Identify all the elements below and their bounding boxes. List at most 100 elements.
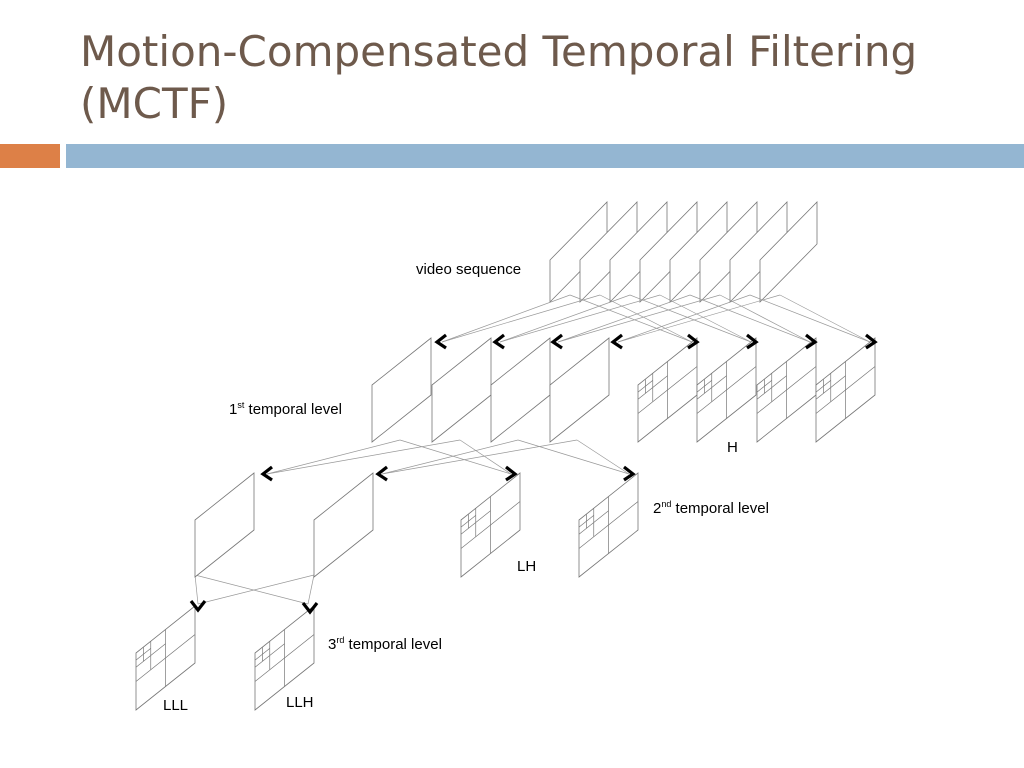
connector-line — [599, 294, 693, 343]
lh-subband — [578, 472, 639, 578]
filtered-frames — [194, 337, 610, 578]
level1-l-frame — [549, 337, 610, 443]
llh-subband-split-h1 — [254, 634, 315, 682]
h-subband-split-h2 — [815, 375, 846, 400]
h-subband — [815, 337, 876, 443]
connector-line — [629, 294, 752, 343]
lll-subband — [135, 605, 196, 711]
lh-subband-split-h2 — [460, 510, 491, 535]
h-subband — [696, 337, 757, 443]
lll-label: LLL — [163, 697, 188, 714]
llh-label: LLH — [286, 694, 314, 711]
connector-line — [266, 439, 401, 475]
arrowhead-right — [746, 333, 759, 350]
connector-line — [719, 294, 811, 343]
connector-line — [441, 294, 571, 343]
arrowhead-down — [189, 600, 207, 613]
arrowhead-right — [623, 465, 636, 482]
arrowhead-right — [805, 333, 818, 350]
h-subband-split-h1 — [815, 366, 876, 414]
connector-line — [617, 294, 751, 343]
lll-subband-split-h1 — [135, 634, 196, 682]
connector-line — [557, 294, 721, 343]
subband-frames — [135, 337, 876, 711]
connector-line — [517, 439, 630, 475]
connector-line — [689, 294, 811, 343]
arrowhead-left — [492, 333, 505, 350]
level1-l-frame — [371, 337, 432, 443]
connector-line — [307, 574, 315, 605]
h-subband-split-h2 — [696, 375, 727, 400]
llh-subband — [254, 605, 315, 711]
level2-ll-frame — [194, 472, 255, 578]
h-subband — [756, 337, 817, 443]
llh-subband-split-h3 — [254, 648, 270, 661]
lh-subband-split-h1 — [460, 501, 521, 549]
h-subband-split-h3 — [637, 380, 653, 393]
level1-l-frame — [490, 337, 551, 443]
slide-title: Motion-Compensated Temporal Filtering (M… — [80, 26, 980, 130]
level1-label: 1st temporal level — [229, 400, 342, 418]
arrowheads — [189, 333, 878, 615]
arrowhead-right — [865, 333, 878, 350]
h-subband-split-h3 — [815, 380, 831, 393]
connector-line — [557, 294, 691, 343]
accent-bar-orange — [0, 144, 60, 168]
connector-line — [749, 294, 871, 343]
title-line-1: Motion-Compensated Temporal Filtering — [80, 27, 918, 76]
arrowhead-left — [375, 465, 388, 482]
arrowhead-down — [301, 602, 319, 615]
h-subband — [637, 337, 698, 443]
connector-line — [197, 574, 315, 605]
h-subband-split-h2 — [756, 375, 787, 400]
connector-line — [399, 439, 512, 475]
connector-line — [499, 294, 661, 343]
h-label: H — [727, 439, 738, 456]
arrowhead-right — [687, 333, 700, 350]
connector-line — [779, 294, 871, 343]
connector-line — [266, 439, 461, 475]
arrowhead-right — [505, 465, 518, 482]
lh-subband-split-h3 — [460, 515, 476, 528]
video-frame — [759, 201, 818, 303]
arrowhead-left — [550, 333, 563, 350]
arrowhead-left — [610, 333, 623, 350]
connector-line — [499, 294, 631, 343]
lh-subband — [460, 472, 521, 578]
arrowhead-left — [434, 333, 447, 350]
level2-label: 2nd temporal level — [653, 499, 769, 517]
connector-line — [576, 439, 630, 475]
connector-line — [381, 439, 578, 475]
connector-lines — [194, 294, 871, 605]
h-subband-split-h3 — [756, 380, 772, 393]
connector-line — [194, 574, 199, 605]
llh-subband-split-h2 — [254, 643, 285, 668]
connector-line — [381, 439, 519, 475]
connector-line — [194, 574, 309, 605]
level1-l-frame — [431, 337, 492, 443]
connector-line — [569, 294, 693, 343]
level2-ll-frame — [313, 472, 374, 578]
lh-subband-split-h2 — [578, 510, 609, 535]
lh-subband-split-h3 — [578, 515, 594, 528]
h-subband-split-h1 — [637, 366, 698, 414]
lll-subband-split-h3 — [135, 648, 151, 661]
h-subband-split-h3 — [696, 380, 712, 393]
video-sequence-label: video sequence — [416, 261, 521, 278]
arrowhead-left — [260, 465, 273, 482]
lh-subband-split-h1 — [578, 501, 639, 549]
h-subband-split-h1 — [756, 366, 817, 414]
lh-label: LH — [517, 558, 536, 575]
connector-line — [617, 294, 781, 343]
accent-bar-blue — [66, 144, 1024, 168]
title-line-2: (MCTF) — [80, 79, 229, 128]
connector-line — [459, 439, 512, 475]
connector-line — [659, 294, 752, 343]
connector-line — [441, 294, 601, 343]
h-subband-split-h1 — [696, 366, 757, 414]
level3-label: 3rd temporal level — [328, 635, 442, 653]
lll-subband-split-h2 — [135, 643, 166, 668]
h-subband-split-h2 — [637, 375, 668, 400]
video-frames — [549, 201, 818, 303]
